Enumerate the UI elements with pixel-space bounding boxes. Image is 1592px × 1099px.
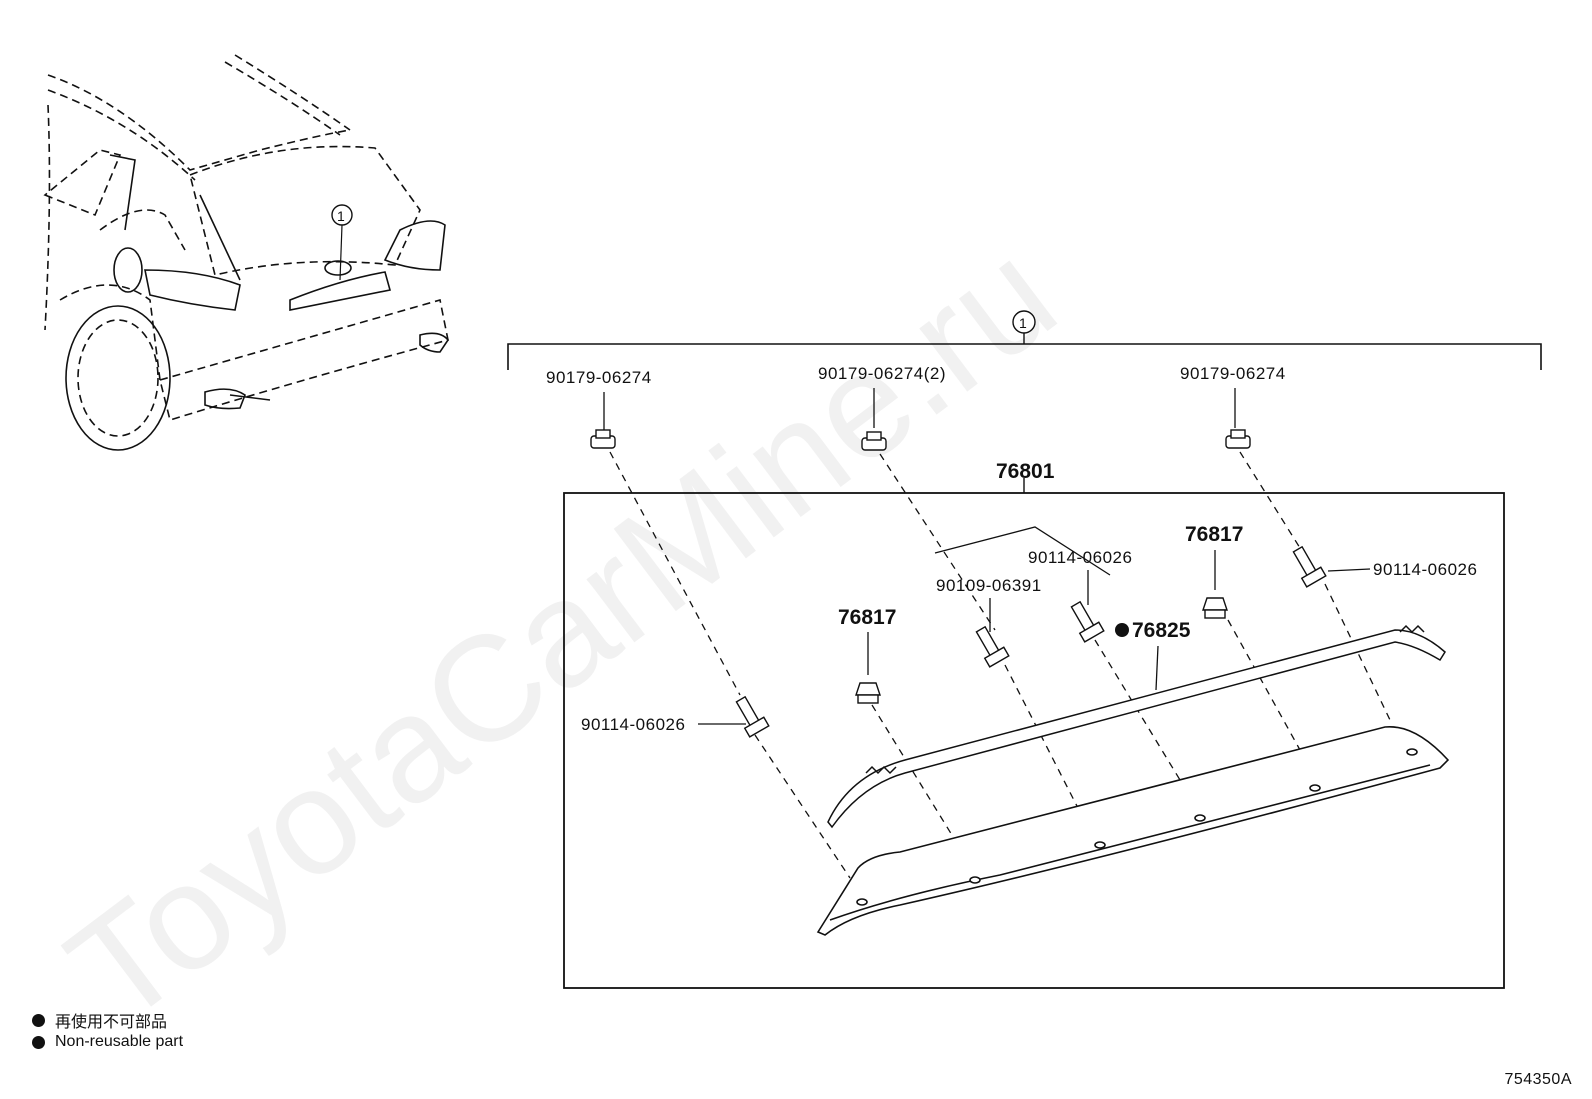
- legend-en: Non-reusable part: [55, 1033, 184, 1050]
- label-stud: 90109-06391: [936, 576, 1042, 595]
- assembly-number: 76801: [996, 460, 1055, 483]
- bolt-left-icon: [735, 695, 770, 738]
- leader-lines: [603, 388, 1371, 725]
- assembly-bracket: 1: [507, 310, 1542, 370]
- installation-lines: [609, 451, 1391, 879]
- bullet-icon: [32, 1035, 45, 1049]
- vehicle-illustration: [43, 54, 449, 451]
- bolt-center-icon: [1070, 600, 1105, 643]
- legend-row-en: Non-reusable part: [32, 1033, 183, 1051]
- nut-right-icon: [1225, 429, 1251, 449]
- label-nut-right: 90179-06274: [1180, 364, 1286, 383]
- nut-center-icon: [861, 431, 887, 451]
- legend-jp: 再使用不可部品: [55, 1014, 168, 1031]
- legend-row-jp: 再使用不可部品: [32, 1008, 167, 1032]
- label-nut-center: 90179-06274(2): [818, 364, 946, 383]
- label-clip-left: 76817: [838, 606, 896, 629]
- label-nut-left: 90179-06274: [546, 368, 652, 387]
- seal-strip: [827, 624, 1446, 829]
- label-seal: 76825: [1132, 619, 1191, 642]
- vehicle-callout-label: 1: [337, 208, 345, 224]
- label-bolt-right: 90114-06026: [1373, 560, 1477, 579]
- clip-right-icon: [1202, 597, 1228, 619]
- label-bolt-center: 90114-06026: [1028, 548, 1132, 567]
- bolt-right-icon: [1292, 545, 1327, 588]
- vehicle-callout: 1: [331, 204, 353, 281]
- bullet-icon: [32, 1013, 45, 1027]
- assembly-box: [563, 492, 1505, 989]
- back-door-garnish: [816, 726, 1450, 936]
- reference-number: 754350A: [1504, 1071, 1572, 1088]
- clip-left-icon: [855, 682, 881, 704]
- fasteners: [590, 429, 1327, 738]
- label-bolt-left: 90114-06026: [581, 715, 685, 734]
- stud-icon: [975, 625, 1010, 668]
- label-clip-right: 76817: [1185, 523, 1243, 546]
- non-reusable-marker: [1115, 623, 1129, 637]
- nut-left-icon: [590, 429, 616, 449]
- bracket-callout-label: 1: [1019, 315, 1027, 331]
